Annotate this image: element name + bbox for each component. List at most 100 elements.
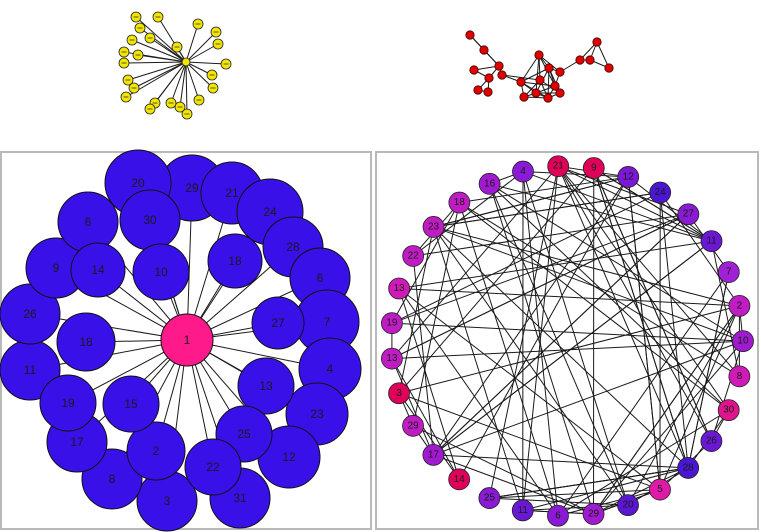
circle-node-label: 13 [394, 283, 406, 294]
circle-edge [557, 165, 730, 411]
top-left-edge [185, 61, 227, 65]
circle-edge [433, 454, 689, 469]
top-left-edge [149, 37, 187, 63]
circle-edge [399, 288, 740, 307]
top-right-node [543, 93, 553, 103]
circle-node [728, 365, 751, 388]
circle-edge [489, 183, 712, 242]
circle-node [728, 294, 751, 317]
star-leaf-label: 20 [131, 176, 145, 190]
star-leaf-node [251, 296, 305, 350]
circle-node [388, 277, 411, 300]
star-leaf-label: 30 [143, 213, 157, 227]
circle-edge [458, 176, 629, 480]
circle-node [448, 468, 471, 491]
circle-node-label: 3 [396, 388, 402, 399]
circle-edge [391, 213, 689, 360]
top-right-node [575, 55, 585, 65]
circle-edge [627, 305, 740, 506]
top-right-edge [596, 41, 610, 69]
top-right-node [534, 50, 544, 60]
circle-edge [459, 202, 729, 411]
circle-node-label: 23 [428, 221, 440, 232]
star-leaf-label: 6 [85, 215, 92, 229]
circle-edge [433, 240, 712, 456]
circle-edge [687, 271, 730, 469]
circle-node-label: 29 [407, 420, 419, 431]
top-right-node [497, 70, 507, 80]
star-leaf-label: 3 [164, 494, 171, 508]
circle-edge [489, 183, 730, 411]
star-leaf-label: 27 [271, 316, 285, 330]
star-hub-node [160, 313, 214, 367]
circle-edge [398, 167, 595, 394]
circle-node [512, 160, 534, 183]
circle-edge [412, 171, 524, 257]
circle-edge [522, 166, 559, 511]
circle-node-label: 24 [655, 187, 667, 198]
star-leaf-label: 10 [154, 265, 168, 279]
star-leaf-label: 29 [185, 181, 199, 195]
circle-edge [557, 165, 740, 377]
circle-node-label: 7 [726, 267, 732, 278]
top-left-edge [179, 61, 187, 108]
circle-edge [391, 358, 434, 456]
circle-edge [399, 240, 712, 289]
circle-edge [557, 165, 712, 442]
top-right-node [555, 67, 565, 77]
circle-node [617, 494, 639, 517]
top-left-edge [185, 43, 219, 63]
star-leaf-label: 6 [317, 271, 324, 285]
circle-node-label: 29 [588, 508, 600, 519]
circle-edge [489, 183, 595, 515]
star-leaf-label: 19 [61, 396, 75, 410]
circle-edge [398, 226, 435, 394]
circle-edge [433, 226, 744, 342]
star-leaf-node [126, 421, 186, 481]
circle-edge [522, 171, 629, 506]
star-leaf-node [56, 312, 116, 372]
star-leaf-node [132, 243, 190, 301]
circle-node-label: 6 [555, 510, 561, 521]
circle-node-label: 8 [737, 371, 743, 382]
top-left-edge [133, 61, 187, 89]
circle-edge [489, 183, 629, 506]
top-left-edge [185, 31, 217, 63]
star-leaf-label: 4 [327, 362, 334, 376]
top-right-node [483, 87, 493, 97]
star-leaf-label: 9 [53, 261, 60, 275]
star-leaf-node [102, 375, 160, 433]
circle-edge [458, 202, 559, 516]
circle-node-label: 22 [408, 250, 420, 261]
top-left-edge [127, 61, 187, 81]
circle-edge [557, 489, 661, 517]
circle-edge [557, 271, 730, 517]
circle-node [388, 382, 410, 405]
star-leaf-label: 18 [79, 335, 93, 349]
top-right-node [479, 45, 489, 55]
circle-edge [433, 176, 629, 228]
circle-node [582, 157, 605, 179]
circle-node-label: 5 [657, 484, 663, 495]
circle-node [717, 261, 740, 283]
circle-node [478, 487, 501, 509]
top-right-edge [520, 67, 550, 83]
circle-node-label: 2 [737, 300, 743, 311]
star-leaf-label: 14 [91, 263, 105, 277]
top-right-node [550, 81, 560, 91]
circle-node [649, 181, 672, 204]
circle-edge [659, 305, 740, 490]
circle-node [582, 503, 605, 525]
circle-node-label: 4 [520, 166, 526, 177]
circle-edge [391, 358, 460, 480]
circle-edge [433, 192, 661, 228]
circle-edge [522, 171, 559, 516]
star-leaf-label: 7 [324, 315, 331, 329]
circle-edge [391, 165, 559, 359]
star-hub-label: 1 [184, 333, 191, 347]
circle-edge [593, 167, 689, 469]
circle-edge [398, 392, 460, 480]
circle-node-label: 30 [723, 405, 735, 416]
circle-node [422, 444, 445, 466]
